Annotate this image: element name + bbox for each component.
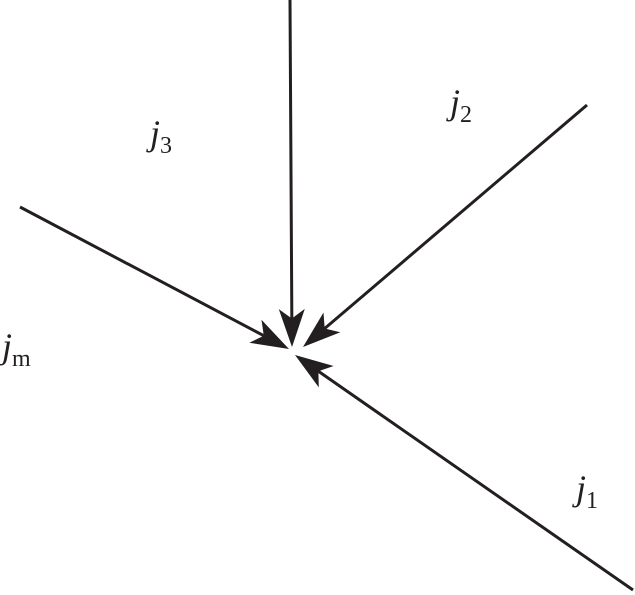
arrow-j2: [323, 103, 588, 330]
label-j1: j1: [576, 470, 598, 513]
label-j2-base: j: [450, 82, 461, 122]
label-j3: j3: [150, 115, 172, 158]
arrow-jm-head: [249, 319, 289, 349]
label-j3-sub: 3: [160, 133, 173, 159]
arrow-jm: [19, 205, 265, 338]
arrow-j2-head: [303, 312, 341, 347]
arrow-j3: [288, 0, 294, 319]
label-j3-base: j: [150, 113, 161, 153]
arrow-j1: [317, 370, 634, 592]
label-j1-sub: 1: [586, 488, 599, 514]
arrow-j3-head: [278, 308, 305, 347]
label-j2-sub: 2: [460, 102, 473, 128]
label-jm-base: j: [2, 326, 13, 366]
arrow-j1-head: [295, 355, 334, 388]
label-jm-sub: m: [12, 346, 31, 372]
label-j2: j2: [450, 84, 472, 127]
label-jm: jm: [2, 328, 31, 371]
label-j1-base: j: [576, 468, 587, 508]
